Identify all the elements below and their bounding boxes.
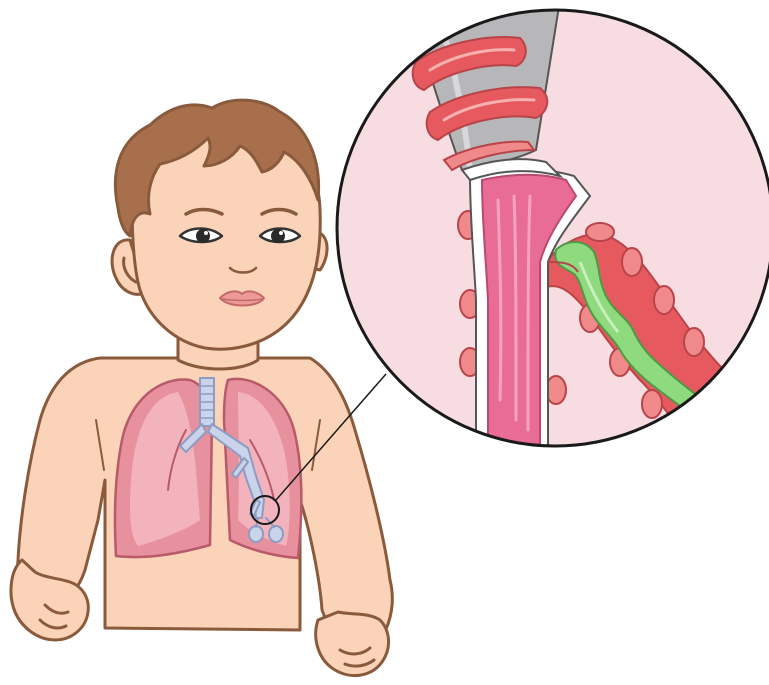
alveoli-right [269, 526, 283, 542]
mouth [220, 291, 264, 305]
child [11, 100, 392, 675]
alveoli-left [249, 526, 263, 542]
airway-inset [337, 0, 769, 460]
right-eye [260, 229, 300, 244]
